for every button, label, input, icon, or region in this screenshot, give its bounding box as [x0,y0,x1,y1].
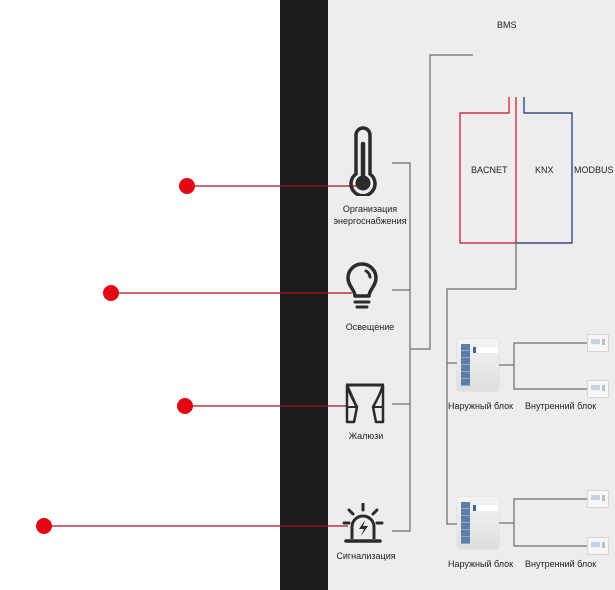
protocol-modbus: MODBUS [574,165,614,175]
dark-band [280,0,328,590]
system-bus [392,54,473,532]
brand-logo [473,347,498,353]
callout-energy[interactable] [179,178,360,194]
outdoor-label-2: Наружный блок [448,559,514,569]
callout-dot [179,178,195,194]
bacnet-line [459,97,517,244]
indoor-label-1: Внутренний блок [525,401,597,411]
bms-label: BMS [497,20,517,30]
label-blinds: Жалюзи [348,431,384,441]
label-energy: Организация энергоснабжения [330,203,410,227]
callout-blinds[interactable] [177,398,347,414]
hvac-bus [446,243,588,547]
protocol-knx: KNX [535,165,554,175]
outdoor-unit-1[interactable] [457,339,499,391]
diagram-panel [328,0,615,590]
modbus-line [516,97,573,244]
indoor-controller-1a[interactable] [587,334,609,352]
callout-dot [103,285,119,301]
callout-dot [36,518,52,534]
callout-alarm[interactable] [36,518,348,534]
callout-lighting[interactable] [103,285,352,301]
indoor-controller-1b[interactable] [587,380,609,398]
thermometer-icon [349,126,377,196]
curtains-icon [345,383,385,424]
label-lighting: Освещение [345,322,395,332]
fan-panel [461,502,470,544]
outdoor-unit-2[interactable] [457,497,499,549]
indoor-label-2: Внутренний блок [525,559,597,569]
label-energy-line1: Организация [342,204,398,214]
light-bulb-icon [346,262,378,309]
outdoor-label-1: Наружный блок [448,401,514,411]
protocol-bacnet: BACNET [471,165,508,175]
indoor-controller-2b[interactable] [587,537,609,555]
label-alarm: Сигнализация [336,551,396,561]
brand-logo [473,505,498,511]
alarm-siren-icon [342,503,384,543]
callout-dot [177,398,193,414]
fan-panel [461,344,470,386]
indoor-controller-2a[interactable] [587,490,609,508]
label-energy-line2: энергоснабжения [333,216,407,226]
